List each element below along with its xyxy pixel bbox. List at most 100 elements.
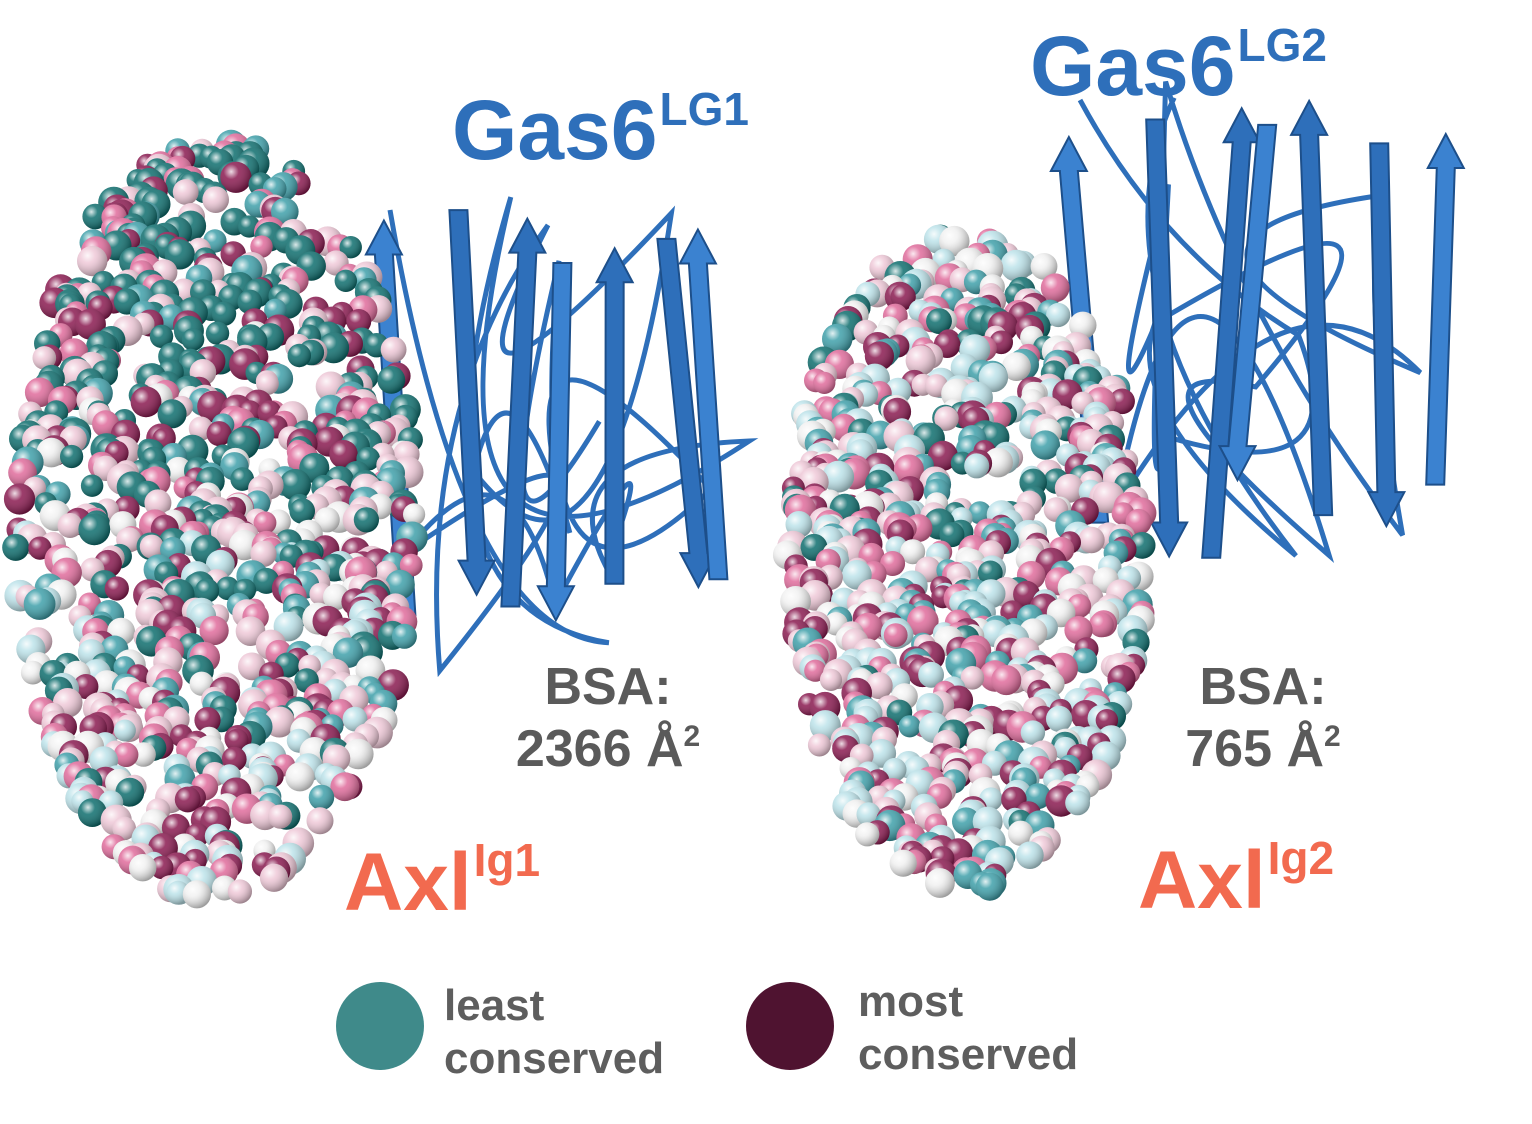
atom-shading	[1065, 790, 1090, 816]
atom-shading	[353, 507, 379, 533]
bsa-ig2-unit-sup: 2	[1324, 720, 1341, 754]
atom-shading	[926, 308, 952, 334]
atom-shading	[285, 762, 315, 792]
atom-shading	[882, 757, 907, 782]
atom-shading	[380, 336, 407, 363]
atom-shading	[822, 460, 855, 493]
atom-shading	[3, 483, 36, 515]
bsa-ig2-block: BSA: 765 Å2	[1168, 656, 1358, 781]
axl-ig1-surface	[2, 129, 428, 909]
atom-shading	[1046, 302, 1071, 328]
atom-shading	[130, 386, 162, 418]
beta-strand	[1289, 98, 1334, 517]
atom-shading	[256, 372, 279, 396]
atom-shading	[900, 539, 926, 565]
beta-strand	[594, 246, 635, 585]
atom-shading	[230, 467, 254, 491]
atom-shading	[131, 742, 156, 767]
atom-shading	[822, 323, 853, 355]
most-conserved-line2: conserved	[858, 1029, 1079, 1079]
bsa-ig1-unit-sup: 2	[683, 720, 701, 754]
axl-ig2-surface	[772, 224, 1157, 901]
atom-shading	[977, 560, 1003, 586]
atom-shading	[355, 655, 386, 686]
axl-ig1-label-sup: Ig1	[473, 834, 541, 886]
atom-shading	[1020, 720, 1046, 745]
atom-shading	[250, 540, 277, 568]
atom-shading	[253, 511, 277, 535]
atom-shading	[268, 804, 293, 829]
atom-shading	[80, 474, 104, 497]
atom-shading	[289, 498, 316, 524]
atom-shading	[391, 623, 417, 649]
beta-strand	[500, 216, 547, 608]
atom-shading	[287, 343, 311, 368]
atom-shading	[174, 786, 201, 813]
atom-shading	[225, 728, 249, 752]
atom-shading	[194, 707, 221, 734]
atom-shading	[907, 605, 939, 638]
atom-shading	[199, 615, 229, 646]
atom-shading	[377, 366, 406, 394]
atom-shading	[205, 321, 230, 345]
least-conserved-line1: least	[444, 981, 545, 1030]
atom-shading	[939, 522, 965, 548]
atom-shading	[1088, 612, 1114, 638]
atom-shading	[20, 660, 45, 685]
atom-shading	[1000, 249, 1033, 282]
atom-shading	[1064, 616, 1093, 645]
atom-shading	[925, 868, 955, 898]
beta-strand	[1145, 118, 1189, 559]
atom-shading	[77, 798, 107, 827]
atom-shading	[329, 440, 358, 469]
atom-shading	[918, 661, 944, 688]
atom-shading	[975, 872, 1004, 901]
least-conserved-line2: conserved	[444, 1033, 665, 1083]
atom-shading	[129, 854, 157, 882]
atom-shading	[182, 880, 211, 909]
gas6-lg1-label-text: Gas6	[452, 83, 658, 177]
atom-shading	[308, 784, 335, 811]
atom-shading	[271, 197, 299, 226]
atom-shading	[1016, 841, 1044, 869]
atom-shading	[807, 733, 831, 757]
atom-shading	[855, 822, 880, 847]
atom-shading	[82, 203, 108, 230]
atom-shading	[250, 235, 273, 258]
atom-shading	[28, 536, 52, 560]
atom-shading	[813, 371, 836, 394]
atom-shading	[934, 406, 959, 431]
atom-shading	[104, 576, 129, 601]
atom-shading	[36, 437, 67, 468]
atom-shading	[346, 309, 372, 334]
beta-strand	[678, 227, 729, 581]
atom-shading	[1030, 253, 1058, 280]
atom-shading	[1007, 820, 1034, 846]
atom-shading	[113, 719, 136, 742]
beta-strand	[1366, 142, 1407, 529]
gas6-lg2-label-text: Gas6	[1030, 19, 1236, 113]
least-conserved-text: least conserved	[444, 980, 664, 1086]
atom-shading	[1046, 705, 1073, 733]
atom-shading	[339, 236, 362, 259]
atom-shading	[259, 863, 289, 892]
bsa-ig2-value: 765 Å	[1185, 720, 1325, 779]
bsa-ig1-block: BSA: 2366 Å2	[498, 656, 718, 781]
ribbon-coil	[387, 196, 759, 678]
atom-shading	[211, 301, 237, 326]
atom-shading	[905, 345, 936, 376]
axl-ig2-label-text: Axl	[1138, 835, 1266, 926]
atom-shading	[385, 569, 415, 600]
beta-strand	[656, 237, 719, 590]
atom-shading	[172, 179, 199, 205]
least-conserved-swatch	[336, 982, 424, 1070]
atom-shading	[1030, 430, 1061, 460]
atom-shading	[57, 513, 83, 538]
atom-shading	[968, 501, 992, 525]
axl-ig2-label: AxlIg2	[1138, 835, 1334, 922]
axl-ig1-label-text: Axl	[344, 837, 472, 928]
gas6-lg2-label: Gas6LG2	[1030, 22, 1327, 108]
gas6-lg1-ribbon	[364, 196, 759, 678]
atom-shading	[32, 346, 57, 370]
